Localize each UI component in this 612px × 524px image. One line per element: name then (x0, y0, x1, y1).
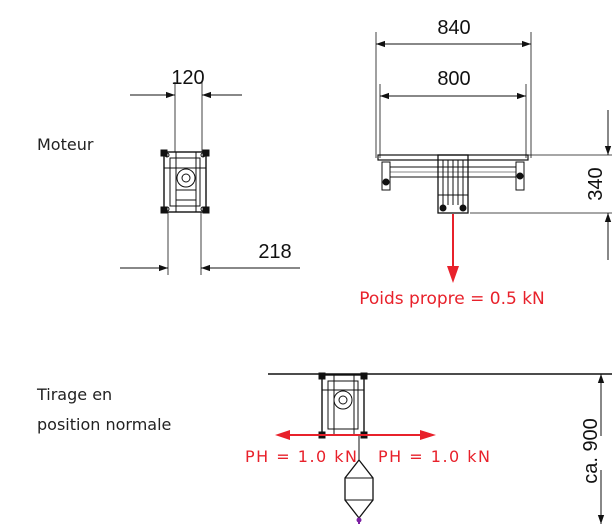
dimension-ca-900: ca. 900 (580, 418, 602, 484)
dimension-218: 218 (258, 241, 291, 263)
dimension-340: 340 (585, 167, 607, 200)
self-weight-arrow (447, 214, 459, 283)
traction-label-line1: Tirage en (36, 385, 112, 404)
horizontal-load-right-label: PH = 1.0 kN (378, 447, 492, 466)
dimension-120: 120 (171, 67, 204, 89)
traction-label-line2: position normale (37, 415, 171, 434)
self-weight-label: Poids propre = 0.5 kN (359, 289, 545, 309)
motor-side-view (120, 82, 300, 275)
front-view (375, 32, 612, 260)
dimension-800: 800 (437, 68, 470, 90)
horizontal-load-arrows (275, 430, 436, 440)
dimension-840: 840 (437, 17, 470, 39)
motor-label: Moteur (37, 135, 94, 154)
horizontal-load-left-label: PH = 1.0 kN (245, 447, 359, 466)
